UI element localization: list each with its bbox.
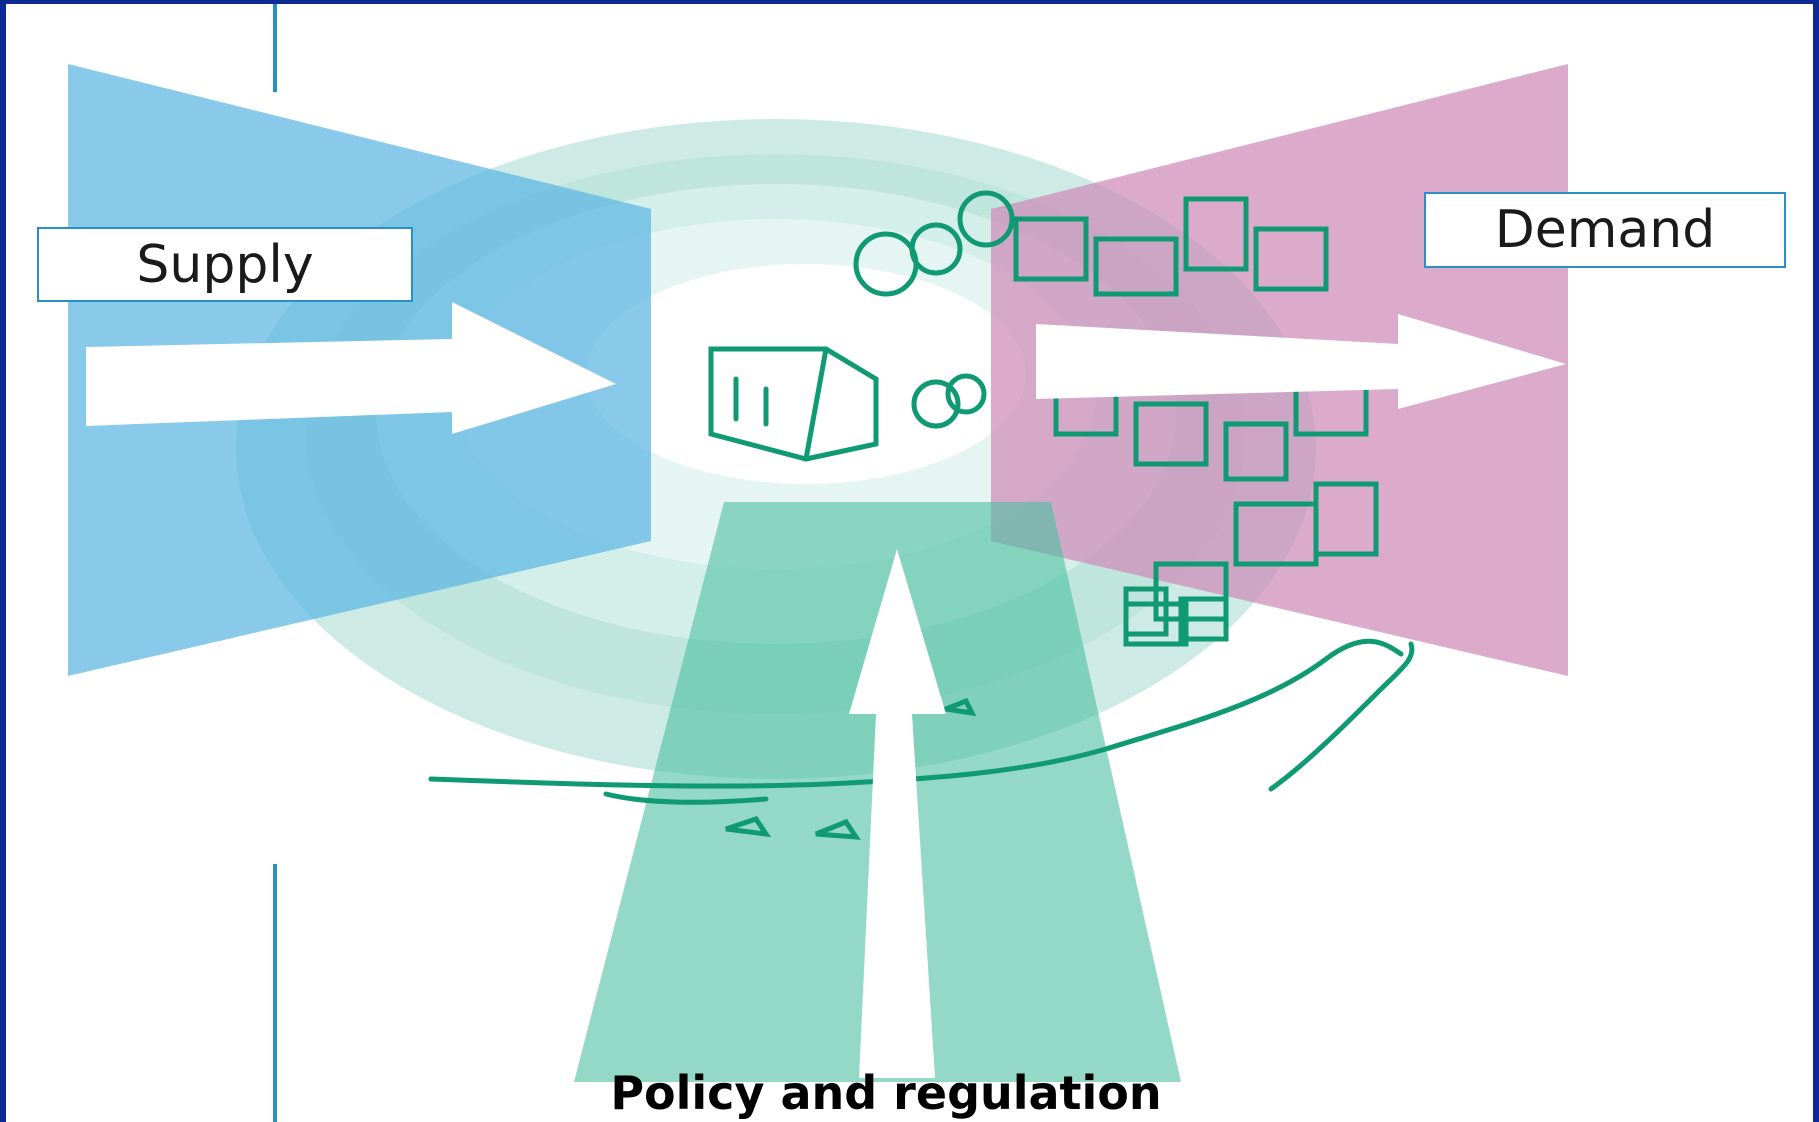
demand-label-box: Demand	[1424, 192, 1786, 268]
supply-arrow	[86, 302, 616, 434]
demand-label: Demand	[1494, 200, 1716, 260]
diagram-graphic	[68, 4, 1568, 1122]
policy-label: Policy and regulation	[610, 1066, 1162, 1120]
demand-arrow	[1036, 314, 1566, 409]
diagram-canvas: Supply Demand Policy and regulation	[6, 4, 1813, 1122]
city-sketch	[428, 190, 1415, 840]
supply-label-box: Supply	[37, 227, 413, 302]
supply-label: Supply	[136, 234, 314, 295]
policy-arrow	[849, 549, 946, 1078]
